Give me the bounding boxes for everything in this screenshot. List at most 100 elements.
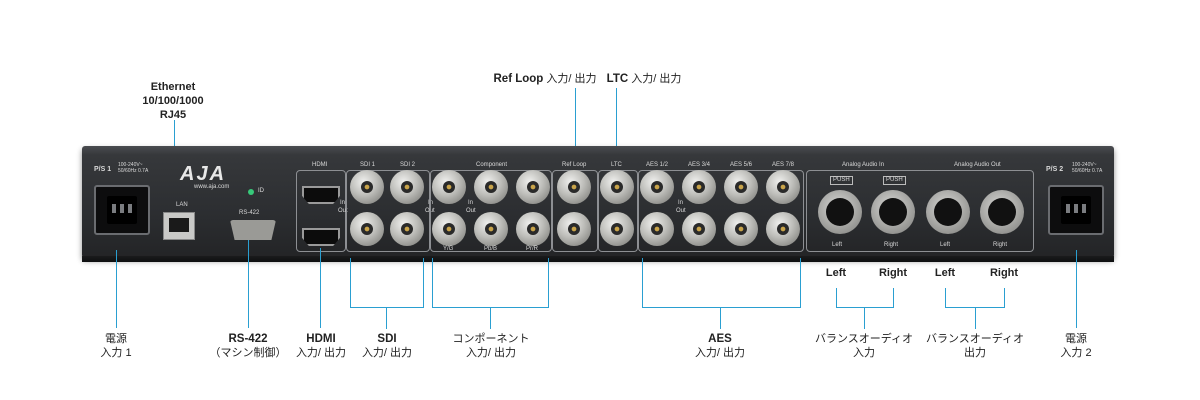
aes56-out-connector[interactable] [724, 212, 758, 246]
sdi-out-label: Out [425, 208, 435, 214]
hdmi-panel-label: HDMI [312, 162, 328, 168]
sdi2-out-connector[interactable] [390, 212, 424, 246]
aes12-in-connector[interactable] [640, 170, 674, 204]
xlr-in-right-label: Right [884, 242, 899, 248]
ps1-rating-1: 100-240V~ [118, 162, 143, 168]
ethernet-label-1: Ethernet [150, 81, 196, 93]
component-pb-out-connector[interactable] [474, 212, 508, 246]
aes-callout-bold: AES [708, 333, 732, 345]
power-input-1-socket[interactable] [94, 185, 150, 235]
rs422-port[interactable] [230, 220, 276, 240]
rs422-callout: RS-422 （マシン制御） [208, 332, 288, 360]
aes34-out-connector[interactable] [682, 212, 716, 246]
ref-loop-out-connector[interactable] [557, 212, 591, 246]
ltc-panel-label: LTC [611, 162, 622, 168]
ref-loop-panel-label: Ref Loop [562, 162, 587, 168]
hdmi-callout: HDMI 入力/ 出力 [292, 332, 350, 360]
xlr-in-left-label: Left [832, 242, 843, 248]
hdmi-out-port[interactable] [302, 228, 340, 246]
component-pr-in-connector[interactable] [516, 170, 550, 204]
ref-loop-leader-line [575, 88, 576, 200]
balanced-in-bracket-stem [864, 307, 865, 329]
ltc-out-connector[interactable] [600, 212, 634, 246]
balanced-in-callout: バランスオーディオ 入力 [814, 332, 914, 360]
component-pbb-label: Pb/B [484, 246, 498, 252]
lan-port[interactable] [163, 212, 195, 240]
aes78-out-connector[interactable] [766, 212, 800, 246]
aes-group [638, 170, 804, 252]
aes78-in-connector[interactable] [766, 170, 800, 204]
sdi1-out-connector[interactable] [350, 212, 384, 246]
power2-callout: 電源 入力 2 [1046, 332, 1106, 360]
sdi-group [346, 170, 430, 252]
component-callout: コンポーネント 入力/ 出力 [448, 332, 534, 360]
aes-callout: AES 入力/ 出力 [690, 332, 750, 360]
ltc-in-connector[interactable] [600, 170, 634, 204]
sdi-callout-sub: 入力/ 出力 [361, 347, 413, 359]
balanced-in-right-callout: Right [878, 267, 908, 279]
aes-in-label: In [678, 200, 684, 206]
ltc-callout: LTC 入力/ 出力 [604, 72, 684, 86]
balanced-in-bracket-right [893, 288, 894, 308]
component-out-label: Out [466, 208, 476, 214]
component-pr-out-connector[interactable] [516, 212, 550, 246]
sdi1-label: SDI 1 [360, 162, 376, 168]
xlr-in-left-connector[interactable] [818, 190, 862, 234]
component-y-out-connector[interactable] [432, 212, 466, 246]
xlr-out-right-connector[interactable] [980, 190, 1024, 234]
xlr-in-right-push-label: PUSH [883, 176, 906, 185]
ps1-label: P/S 1 [94, 166, 112, 173]
aes12-out-connector[interactable] [640, 212, 674, 246]
aes34-label: AES 3/4 [688, 162, 711, 168]
balanced-out-right-callout: Right [989, 267, 1019, 279]
rs422-callout-sub: （マシン制御） [209, 347, 287, 359]
aes56-label: AES 5/6 [730, 162, 753, 168]
xlr-in-right-connector[interactable] [871, 190, 915, 234]
balanced-in-callout-2: 入力 [853, 347, 875, 359]
chassis-lip [82, 256, 1114, 262]
aes56-in-connector[interactable] [724, 170, 758, 204]
power-pin-icon [120, 204, 124, 213]
ethernet-label-2: 10/100/1000 [142, 95, 204, 107]
component-callout-2: 入力/ 出力 [465, 347, 517, 359]
ref-loop-callout-bold: Ref Loop [493, 73, 544, 85]
aja-logo: AJA [180, 163, 227, 185]
sdi-callout: SDI 入力/ 出力 [358, 332, 416, 360]
component-bracket-right [548, 258, 549, 308]
aja-url: www.aja.com [194, 184, 230, 190]
aes-callout-sub: 入力/ 出力 [694, 347, 746, 359]
aes34-in-connector[interactable] [682, 170, 716, 204]
component-in-label: In [468, 200, 474, 206]
component-callout-1: コンポーネント [452, 333, 530, 345]
ethernet-callout: Ethernet 10/100/1000 RJ45 [128, 80, 218, 122]
ps2-rating-1: 100-240V~ [1072, 162, 1097, 168]
sdi1-in-connector[interactable] [350, 170, 384, 204]
xlr-out-right-label: Right [993, 242, 1008, 248]
component-bracket-stem [490, 307, 491, 329]
balanced-out-bracket-right [1004, 288, 1005, 308]
power-input-2-socket[interactable] [1048, 185, 1104, 235]
power1-callout-1: 電源 [105, 333, 127, 345]
xlr-out-left-connector[interactable] [926, 190, 970, 234]
xlr-in-left-push-label: PUSH [830, 176, 853, 185]
component-y-in-connector[interactable] [432, 170, 466, 204]
sdi2-in-connector[interactable] [390, 170, 424, 204]
aes-bracket-left [642, 258, 643, 308]
power-pin-icon [128, 204, 132, 213]
power-pin-icon [1074, 204, 1078, 213]
id-label: ID [258, 188, 264, 194]
rs422-leader-line [248, 240, 249, 328]
ps1-rating-2: 50/60Hz 0.7A [118, 168, 149, 174]
hdmi-in-port[interactable] [302, 186, 340, 204]
xlr-out-left-label: Left [940, 242, 951, 248]
sdi2-label: SDI 2 [400, 162, 416, 168]
component-yg-label: Y/G [443, 246, 454, 252]
analog-out-panel-label: Analog Audio Out [954, 162, 1001, 168]
power2-leader-line [1076, 250, 1077, 328]
component-pb-in-connector[interactable] [474, 170, 508, 204]
power-socket-1-cavity [107, 196, 137, 224]
sdi-callout-bold: SDI [377, 333, 397, 345]
sdi-bracket-stem [386, 307, 387, 329]
ref-loop-in-connector[interactable] [557, 170, 591, 204]
balanced-in-callout-1: バランスオーディオ [814, 333, 913, 345]
